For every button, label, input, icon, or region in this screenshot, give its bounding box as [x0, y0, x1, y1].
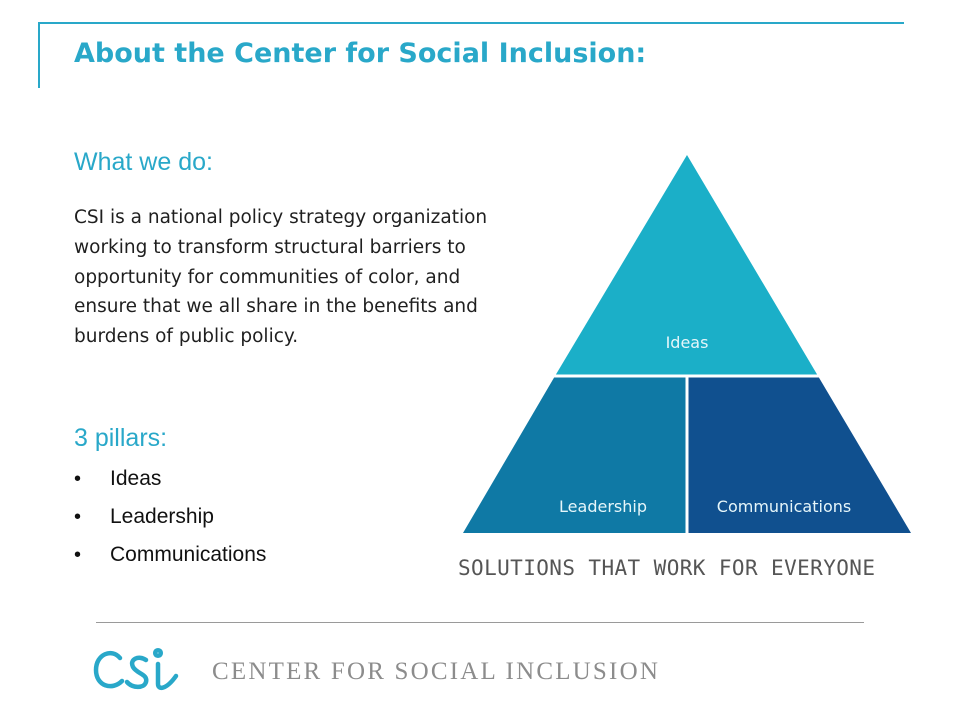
- bullet-icon: •: [74, 544, 82, 566]
- pyramid-bottom-left-segment: [463, 376, 687, 533]
- tagline: SOLUTIONS THAT WORK FOR EVERYONE: [458, 556, 876, 580]
- pyramid-label-ideas: Ideas: [666, 333, 709, 352]
- organization-logo-text: CENTER FOR SOCIAL INCLUSION: [212, 658, 661, 685]
- footer-divider: [96, 622, 864, 623]
- pillar-item-communications: • Communications: [74, 540, 266, 578]
- what-we-do-heading: What we do:: [74, 148, 213, 176]
- frame-left-line: [38, 22, 40, 88]
- csi-logo-mark: [93, 647, 179, 691]
- frame-top-line: [38, 22, 904, 24]
- pillars-heading: 3 pillars:: [74, 424, 168, 452]
- pillar-item-label: Leadership: [110, 505, 214, 528]
- pillar-item-label: Ideas: [110, 467, 162, 490]
- pyramid-bottom-right-segment: [687, 376, 911, 533]
- pillar-item-leadership: • Leadership: [74, 502, 266, 540]
- pyramid-top-segment: [555, 155, 818, 376]
- pillar-item-ideas: • Ideas: [74, 464, 266, 502]
- pillar-item-label: Communications: [110, 543, 267, 566]
- bullet-icon: •: [74, 506, 82, 528]
- pyramid-label-leadership: Leadership: [559, 497, 647, 516]
- pyramid-label-communications: Communications: [717, 497, 851, 516]
- pillars-list: • Ideas • Leadership • Communications: [74, 464, 266, 578]
- bullet-icon: •: [74, 468, 82, 490]
- what-we-do-description: CSI is a national policy strategy organi…: [74, 207, 488, 348]
- page-title: About the Center for Social Inclusion:: [74, 38, 647, 69]
